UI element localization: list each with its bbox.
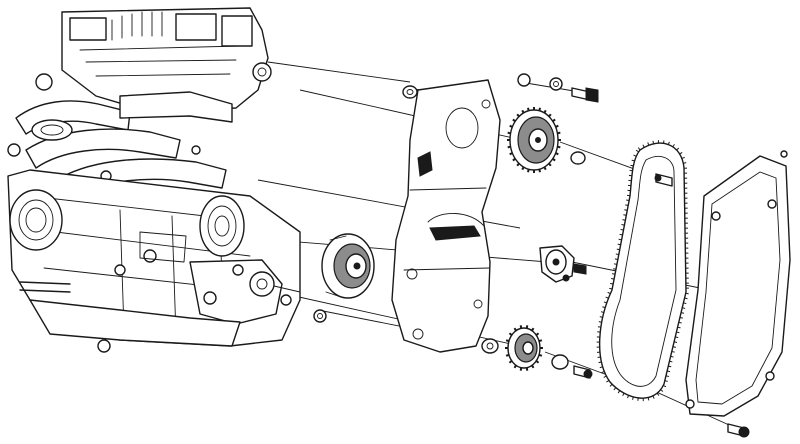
outer-timing-cover	[685, 150, 791, 417]
crankshaft-sprocket	[505, 325, 543, 371]
idler-pulley	[539, 245, 587, 283]
washer-lower	[481, 338, 499, 354]
cover-bolt-bottom	[727, 423, 750, 438]
crank-bolt	[551, 354, 593, 379]
inner-timing-cover	[391, 79, 501, 353]
camshaft-sprocket	[507, 107, 561, 173]
cover-bolt-top	[654, 173, 673, 187]
washer-top	[402, 85, 418, 99]
engine-block	[7, 7, 327, 353]
timing-belt	[596, 140, 689, 402]
belt-tensioner	[321, 233, 375, 299]
cam-bolt	[517, 73, 599, 165]
